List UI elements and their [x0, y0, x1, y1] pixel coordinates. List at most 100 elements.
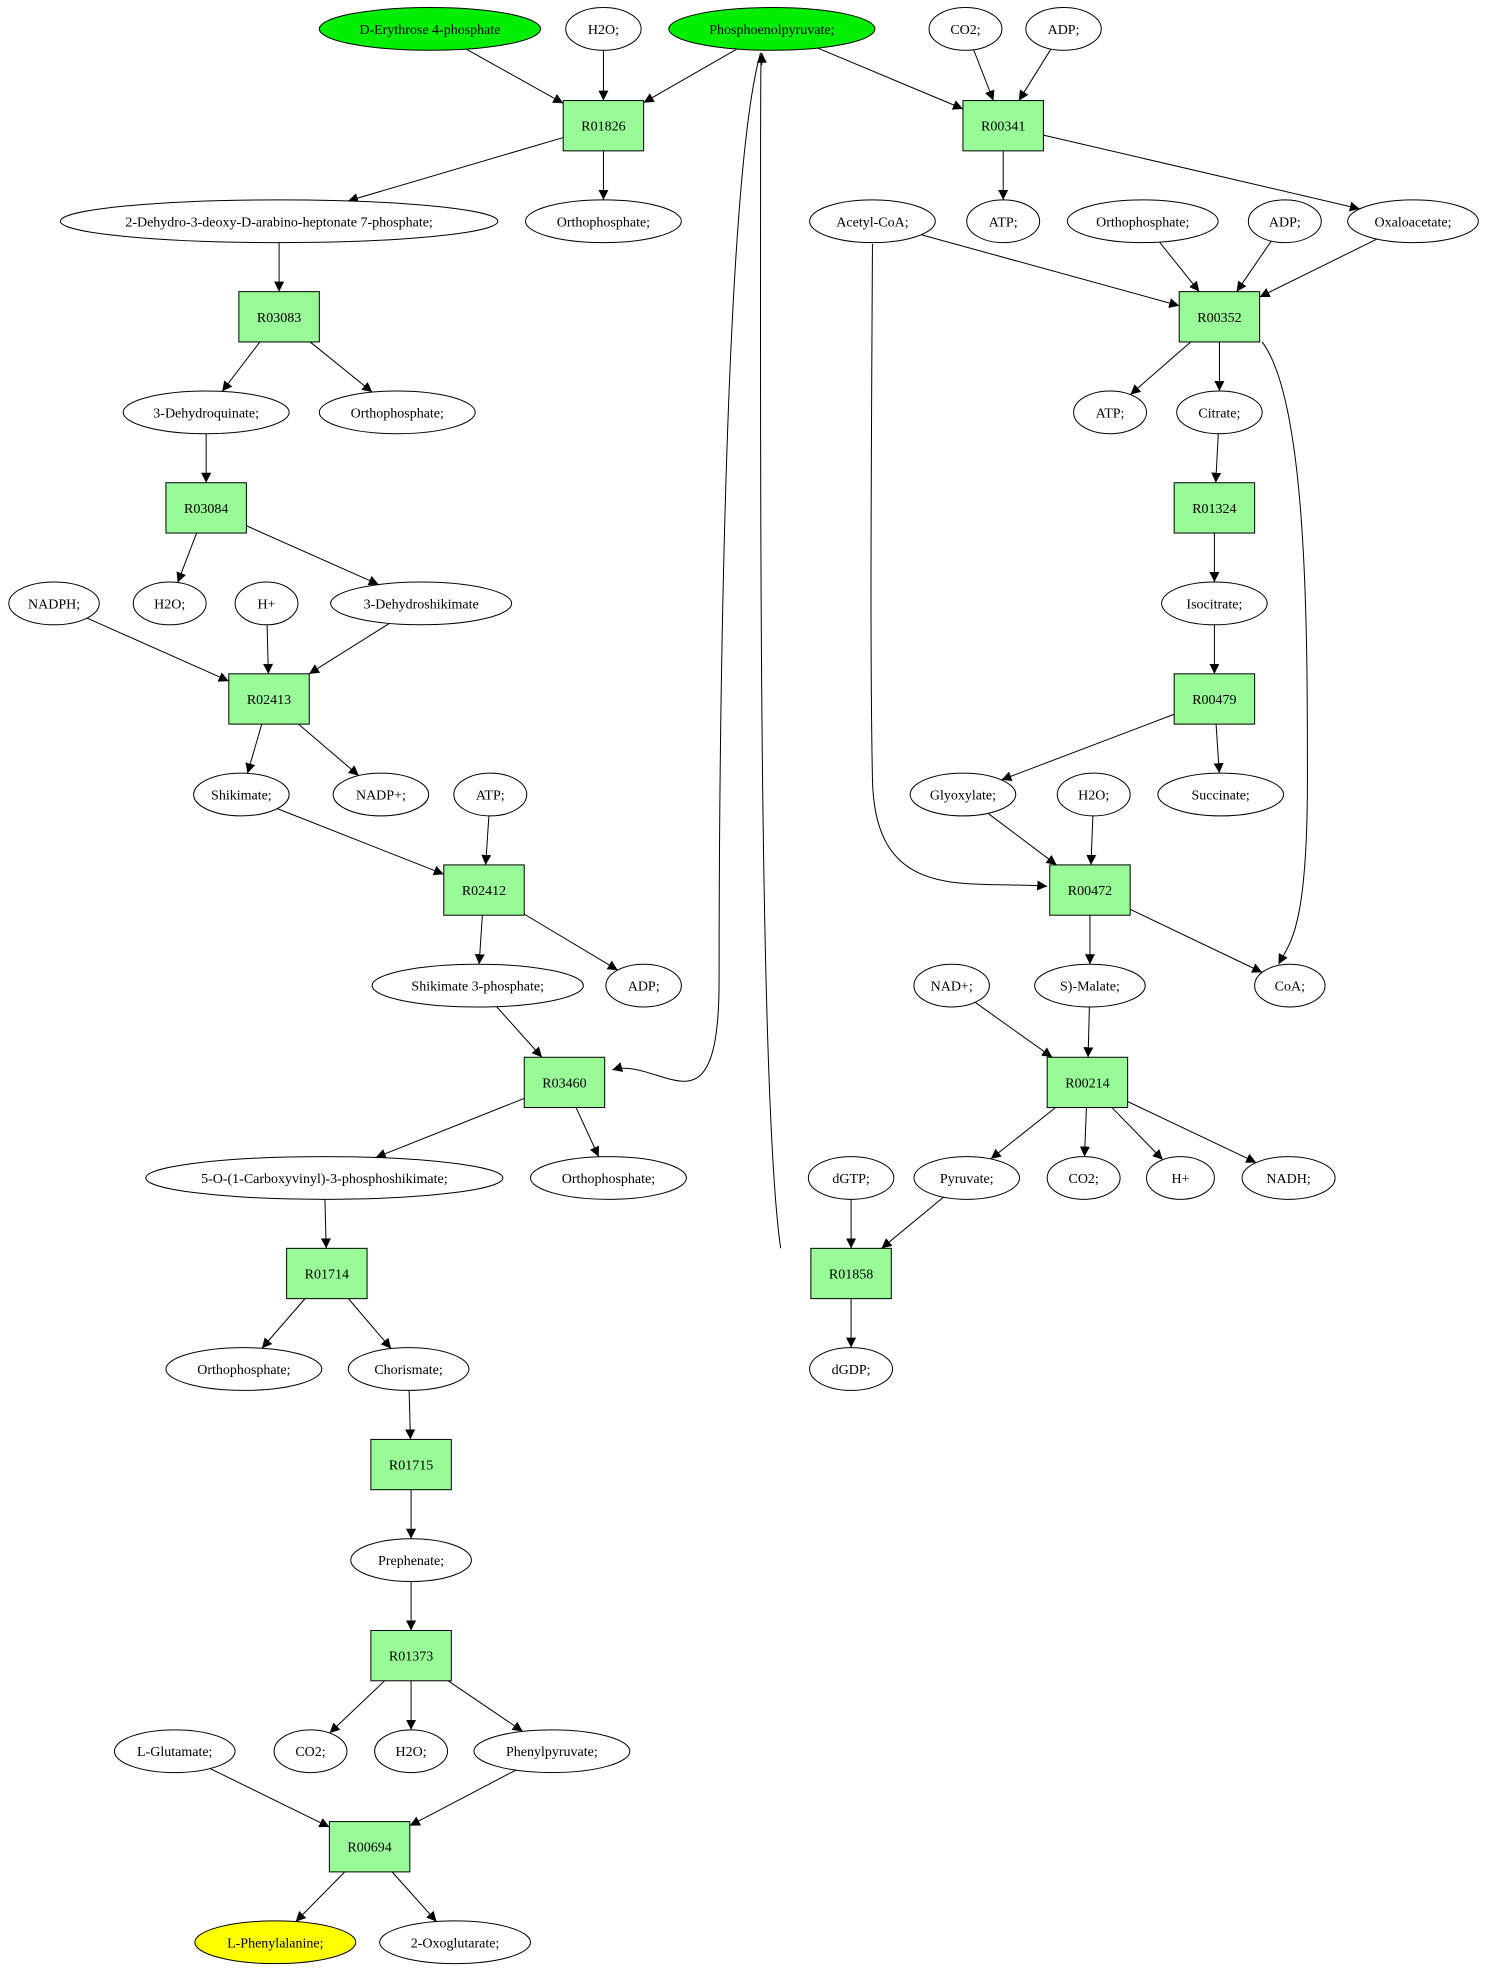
compound-ellipse [453, 772, 528, 817]
compound-node-atp_1: ATP; [966, 199, 1041, 244]
node-label: CoA; [1275, 980, 1305, 995]
reaction-box [443, 864, 525, 916]
edge-R03083-to-pi_3 [309, 341, 373, 393]
edge-co2_1-to-R00341 [973, 49, 995, 101]
compound-ellipse [913, 963, 990, 1008]
compound-ellipse [273, 1729, 348, 1774]
node-label: CO2; [295, 1745, 325, 1760]
node-label: R00341 [981, 120, 1025, 135]
edge-R00214-to-nadh [1127, 1101, 1257, 1164]
compound-node-citrate: Citrate; [1176, 390, 1263, 435]
reaction-box [328, 1821, 411, 1873]
node-label: 3-Dehydroshikimate [364, 597, 479, 612]
node-label: R00479 [1192, 693, 1236, 708]
compound-ellipse [1034, 963, 1146, 1008]
node-label: NADPH; [28, 597, 80, 612]
edge-adp_2-to-R00352 [1236, 240, 1272, 292]
edge-citrate-to-R01324 [1211, 433, 1222, 483]
node-label: R03460 [542, 1076, 586, 1091]
edge-R03084-to-h2o_2 [176, 532, 198, 583]
reaction-box [165, 482, 247, 534]
node-label: Orthophosphate; [351, 406, 444, 421]
node-label: Succinate; [1192, 789, 1250, 804]
reaction-node-R00479: R00479 [1173, 673, 1256, 725]
compound-ellipse [530, 1156, 687, 1200]
node-label: Shikimate 3-phosphate; [411, 980, 544, 995]
node-label: D-Erythrose 4-phosphate [359, 23, 500, 38]
compound-ellipse [59, 199, 499, 244]
edge-R01373-to-co2_3 [329, 1680, 385, 1734]
compound-ellipse [332, 772, 430, 817]
node-label: S)-Malate; [1060, 980, 1120, 995]
reaction-box [523, 1056, 606, 1109]
node-label: R02413 [247, 693, 291, 708]
compound-node-atp_3: ATP; [453, 772, 528, 817]
edge-R00472-to-coa [1129, 908, 1263, 973]
compound-node-phenylpyruvate: Phenylpyruvate; [473, 1729, 631, 1774]
reaction-node-R00214: R00214 [1046, 1056, 1129, 1109]
compound-node-co2_1: CO2; [928, 7, 1003, 51]
compound-ellipse [913, 1156, 1021, 1200]
edge-R00479-to-succinate [1213, 724, 1224, 774]
node-label: Citrate; [1198, 406, 1240, 421]
compound-node-prephenate: Prephenate; [350, 1538, 472, 1582]
reaction-node-R00694: R00694 [328, 1821, 411, 1873]
compound-ellipse [1254, 963, 1326, 1008]
edge-pep-to-R03460 [612, 52, 762, 1082]
compound-node-dgtp: dGTP; [807, 1156, 895, 1200]
reaction-node-R01858: R01858 [810, 1247, 892, 1300]
node-label: R01715 [389, 1459, 433, 1474]
edge-ery4p-to-R01826 [465, 48, 564, 104]
compound-node-hplus_1: H+ [234, 581, 299, 626]
reaction-node-R03084: R03084 [165, 482, 247, 534]
compound-node-isocitrate: Isocitrate; [1161, 581, 1268, 626]
compound-ellipse [1073, 390, 1148, 435]
node-label: R00214 [1065, 1076, 1109, 1091]
compound-ellipse [194, 1920, 357, 1965]
node-label: dGTP; [832, 1172, 869, 1187]
compound-node-nadplus: NAD+; [913, 963, 990, 1008]
reaction-node-R02412: R02412 [443, 864, 525, 916]
reaction-box [228, 673, 310, 725]
node-label: 2-Oxoglutarate; [411, 1936, 500, 1951]
compound-ellipse [330, 581, 513, 626]
edge-adp_1-to-R00341 [1018, 48, 1052, 101]
compound-node-oaa: Oxaloacetate; [1347, 199, 1479, 244]
compound-ellipse [668, 7, 876, 51]
edge-pep-to-R01826 [643, 48, 738, 104]
node-label: Orthophosphate; [562, 1172, 655, 1187]
compound-node-phe: L-Phenylalanine; [194, 1920, 357, 1965]
compound-ellipse [809, 1347, 894, 1391]
compound-ellipse [807, 1156, 895, 1200]
compound-ellipse [1066, 199, 1219, 244]
edge-R03460-to-epsp [375, 1097, 525, 1159]
node-label: ATP; [476, 789, 505, 804]
compound-node-nadph: NADPH; [8, 581, 100, 626]
reaction-box [370, 1438, 452, 1491]
reaction-node-R00352: R00352 [1178, 291, 1261, 343]
compound-node-co2_3: CO2; [273, 1729, 348, 1774]
compound-node-succinate: Succinate; [1157, 772, 1285, 817]
compound-node-ery4p: D-Erythrose 4-phosphate [318, 7, 542, 51]
edge-R01714-to-pi_5 [261, 1298, 306, 1349]
edge-chorismate-to-R01715 [405, 1390, 416, 1440]
compound-ellipse [113, 1729, 236, 1774]
compound-node-co2_2: CO2; [1046, 1156, 1121, 1200]
edge-pi_2-to-R00352 [1159, 241, 1200, 292]
compound-ellipse [565, 7, 642, 51]
node-label: ADP; [628, 980, 660, 995]
edge-R01826-to-dahp [347, 137, 564, 203]
node-label: NADH; [1266, 1172, 1310, 1187]
compound-node-nadh: NADH; [1241, 1156, 1336, 1200]
edge-R00214-to-hplus_2 [1111, 1107, 1164, 1161]
compound-node-h2o_4: H2O; [374, 1729, 449, 1774]
node-label: 3-Dehydroquinate; [153, 406, 259, 421]
node-label: CO2; [1068, 1172, 1098, 1187]
node-label: CO2; [950, 23, 980, 38]
node-label: L-Phenylalanine; [227, 1936, 323, 1951]
compound-ellipse [1176, 390, 1263, 435]
compound-node-dhq: 3-Dehydroquinate; [122, 390, 290, 435]
edge-R00352-to-atp_2 [1130, 341, 1191, 395]
compound-ellipse [1247, 199, 1322, 244]
